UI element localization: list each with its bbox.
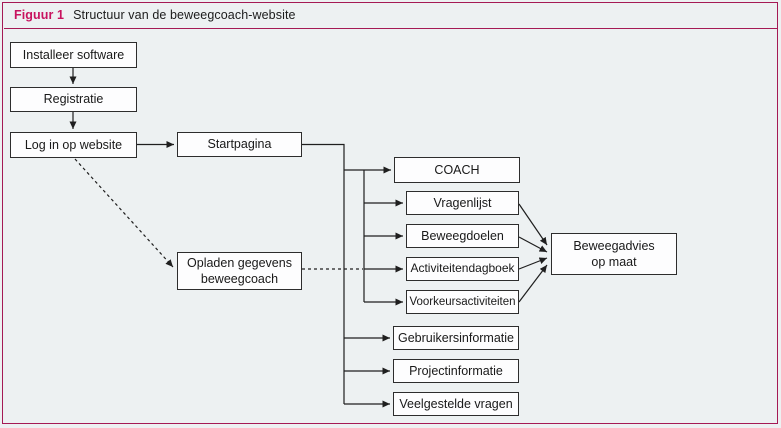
node-beweegadvies-op-maat: Beweegadvies op maat (551, 233, 677, 275)
edge-login-opladen-dashed (74, 158, 174, 268)
node-registratie: Registratie (10, 87, 137, 112)
node-veelgestelde-vragen: Veelgestelde vragen (393, 392, 519, 416)
node-opladen-gegevens-beweegcoach: Opladen gegevens beweegcoach (177, 252, 302, 290)
header-rule (3, 28, 777, 30)
edge-beweegdoelen-advies (518, 236, 548, 253)
edge-trunk-vertical (302, 143, 345, 404)
node-coach: COACH (394, 157, 520, 183)
node-voorkeursactiviteiten: Voorkeursactiviteiten (406, 290, 519, 314)
figure-label: Figuur 1 (14, 8, 65, 22)
edge-vragenlijst-advies (518, 203, 548, 246)
node-log-in-op-website: Log in op website (10, 132, 137, 158)
node-startpagina: Startpagina (177, 132, 302, 157)
figure-header: Figuur 1 Structuur van de beweegcoach-web… (14, 8, 771, 22)
node-installeer-software: Installeer software (10, 42, 137, 68)
node-activiteitendagboek: Activiteitendagboek (406, 257, 519, 281)
node-gebruikersinformatie: Gebruikersinformatie (393, 326, 519, 350)
edge-dagboek-advies (518, 257, 548, 270)
node-beweegdoelen: Beweegdoelen (406, 224, 519, 248)
figure-frame (2, 2, 778, 424)
node-vragenlijst: Vragenlijst (406, 191, 519, 215)
node-projectinformatie: Projectinformatie (393, 359, 519, 383)
edge-voorkeurs-advies (518, 264, 548, 303)
figure-title: Structuur van de beweegcoach-website (73, 8, 296, 22)
